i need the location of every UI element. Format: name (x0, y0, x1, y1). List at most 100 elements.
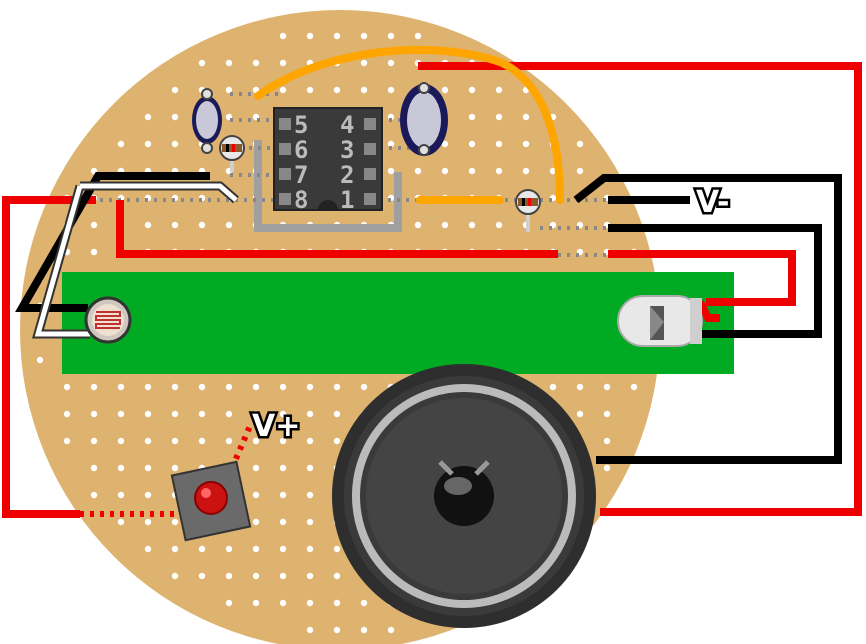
board-hole (576, 383, 584, 391)
ic-pin-number: 4 (340, 111, 354, 139)
board-hole (198, 572, 206, 580)
ic-pin (279, 143, 291, 155)
board-hole (225, 437, 233, 445)
board-hole (117, 140, 125, 148)
board-hole (144, 410, 152, 418)
board-hole (333, 626, 341, 634)
board-hole (306, 410, 314, 418)
board-hole (306, 464, 314, 472)
board-hole (279, 464, 287, 472)
board-hole (279, 86, 287, 94)
ic-pin (279, 193, 291, 205)
board-hole (279, 491, 287, 499)
board-hole (198, 437, 206, 445)
board-hole (576, 167, 584, 175)
board-hole (549, 167, 557, 175)
board-hole (144, 518, 152, 526)
board-hole (333, 599, 341, 607)
board-hole (387, 59, 395, 67)
board-hole (387, 626, 395, 634)
board-hole (252, 599, 260, 607)
board-hole (117, 383, 125, 391)
board-hole (306, 437, 314, 445)
board-hole (333, 410, 341, 418)
board-hole (495, 221, 503, 229)
board-hole (63, 410, 71, 418)
board-hole (387, 86, 395, 94)
board-hole (225, 545, 233, 553)
board-hole (144, 113, 152, 121)
board-hole (414, 167, 422, 175)
board-hole (576, 410, 584, 418)
board-hole (225, 572, 233, 580)
board-hole (333, 86, 341, 94)
board-hole (360, 86, 368, 94)
board-hole (414, 32, 422, 40)
board-hole (333, 572, 341, 580)
board-hole (144, 545, 152, 553)
ic-pin (279, 118, 291, 130)
board-hole (279, 545, 287, 553)
board-hole (117, 491, 125, 499)
board-hole (333, 437, 341, 445)
board-hole (144, 437, 152, 445)
board-hole (90, 221, 98, 229)
board-hole (360, 383, 368, 391)
board-hole (441, 86, 449, 94)
ic-pin (364, 168, 376, 180)
board-hole (360, 32, 368, 40)
board-hole (90, 491, 98, 499)
board-hole (171, 464, 179, 472)
ic-pin-number: 8 (294, 186, 308, 214)
v-minus-label: V- (696, 185, 730, 220)
board-hole (198, 383, 206, 391)
board-hole (495, 140, 503, 148)
ic-pin (364, 118, 376, 130)
board-hole (306, 545, 314, 553)
capacitor-icon (192, 88, 222, 154)
ic-pin-number: 7 (294, 161, 308, 189)
board-hole (306, 86, 314, 94)
board-hole (171, 437, 179, 445)
board-hole (252, 545, 260, 553)
board-hole (387, 32, 395, 40)
board-hole (603, 383, 611, 391)
led-icon (617, 295, 703, 347)
board-hole (252, 410, 260, 418)
board-hole (171, 545, 179, 553)
board-hole (522, 167, 530, 175)
board-hole (306, 491, 314, 499)
board-hole (279, 32, 287, 40)
push-button-icon[interactable] (170, 460, 252, 542)
board-hole (252, 491, 260, 499)
board-hole (252, 572, 260, 580)
board-hole (306, 599, 314, 607)
board-hole (279, 572, 287, 580)
board-hole (225, 86, 233, 94)
board-hole (387, 140, 395, 148)
ic-pin-number: 1 (340, 186, 354, 214)
board-hole (144, 464, 152, 472)
board-hole (171, 410, 179, 418)
board-hole (198, 545, 206, 553)
board-hole (63, 383, 71, 391)
board-hole (495, 167, 503, 175)
orange-wires (254, 45, 564, 204)
board-hole (333, 383, 341, 391)
board-hole (279, 59, 287, 67)
board-hole (144, 383, 152, 391)
board-hole (171, 572, 179, 580)
red-dotted-wires (80, 424, 253, 517)
board-hole (252, 437, 260, 445)
ic-pin-number: 5 (294, 111, 308, 139)
board-hole (279, 383, 287, 391)
board-hole (522, 113, 530, 121)
board-hole (198, 410, 206, 418)
board-hole (495, 86, 503, 94)
board-hole (603, 410, 611, 418)
speaker-icon (332, 364, 596, 628)
ldr-icon (84, 296, 132, 344)
board-hole (441, 221, 449, 229)
